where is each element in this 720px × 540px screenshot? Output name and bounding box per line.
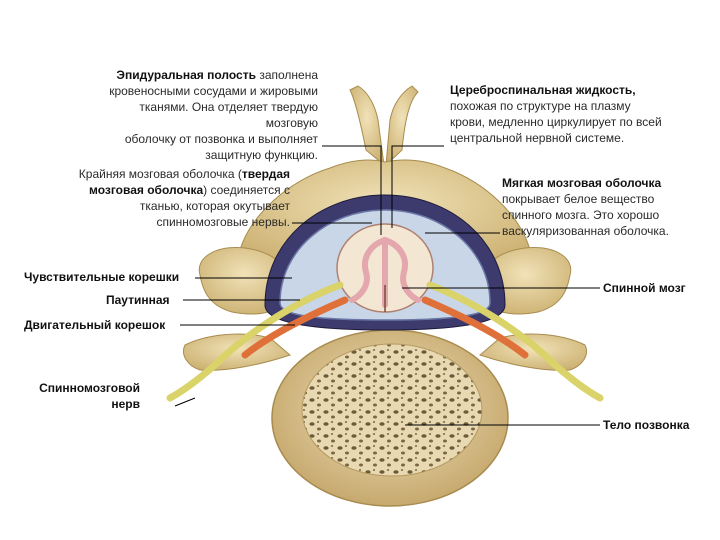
label-csf-line1: крови, медленно циркулирует по всей [450, 115, 662, 129]
label-epidural-line2: тканями. Она отделяет твердую мозговую [139, 100, 318, 130]
label-pia-line2: васкуляризованная оболочка. [502, 224, 669, 238]
leader-lines [174, 145, 600, 426]
label-pia-line1: спинного мозга. Это хорошо [502, 208, 660, 222]
label-csf-line2: центральной нервной системе. [450, 131, 625, 145]
label-dura: Крайняя мозговая оболочка (твердая мозго… [60, 166, 290, 230]
label-epidural-line4: защитную функцию. [205, 148, 318, 162]
vertebral-body [271, 329, 509, 507]
label-pia-line0: покрывает белое вещество [502, 192, 655, 206]
label-epidural: Эпидуральная полость заполнена кровеносн… [88, 67, 318, 163]
label-vertebral-body: Тело позвонка [603, 418, 690, 432]
label-dura-line3: тканью, которая окутывает [139, 199, 290, 213]
spinous-process [349, 85, 419, 167]
label-dura-bold1: твердая [241, 167, 290, 181]
label-csf: Цереброспинальная жидкость, похожая по с… [450, 82, 710, 146]
label-epidural-line1: кровеносными сосудами и жировыми [109, 84, 318, 98]
label-epidural-line0: заполнена [259, 68, 318, 82]
lower-wing-left [183, 333, 292, 371]
label-pia-title: Мягкая мозговая оболочка [502, 176, 662, 190]
label-dura-line1: Крайняя мозговая оболочка ( [78, 167, 242, 181]
label-epidural-title: Эпидуральная полость [116, 68, 256, 82]
lower-wing-right [478, 333, 587, 371]
leader-spinal-nerve [174, 397, 196, 407]
label-spinal-nerve-line1: Спинномозговой [39, 381, 140, 395]
label-dura-bold2: мозговая оболочка [88, 183, 204, 197]
label-arachnoid: Паутинная [106, 293, 170, 307]
spinal-cord [336, 223, 434, 313]
nerve-roots-right [421, 281, 604, 402]
leader-csf [391, 145, 444, 228]
nerve-roots-left [166, 281, 349, 402]
label-dura-line2: ) соединяется с [203, 183, 290, 197]
label-sensory-root: Чувствительные корешки [24, 270, 180, 284]
label-spinal-nerve: Спинномозговой нерв [22, 380, 140, 412]
label-epidural-line3: оболочку от позвонка и выполняет [124, 132, 318, 146]
label-csf-title: Цереброспинальная жидкость, [450, 83, 636, 97]
label-spinal-cord: Спинной мозг [603, 281, 686, 295]
label-csf-line0: похожая по структуре на плазму [450, 99, 631, 113]
leader-epidural [322, 145, 382, 235]
label-motor-root: Двигательный корешок [24, 318, 166, 332]
label-spinal-nerve-line2: нерв [111, 397, 140, 411]
label-dura-line4: спинномозговые нервы. [156, 215, 290, 229]
label-pia: Мягкая мозговая оболочка покрывает белое… [502, 175, 712, 239]
